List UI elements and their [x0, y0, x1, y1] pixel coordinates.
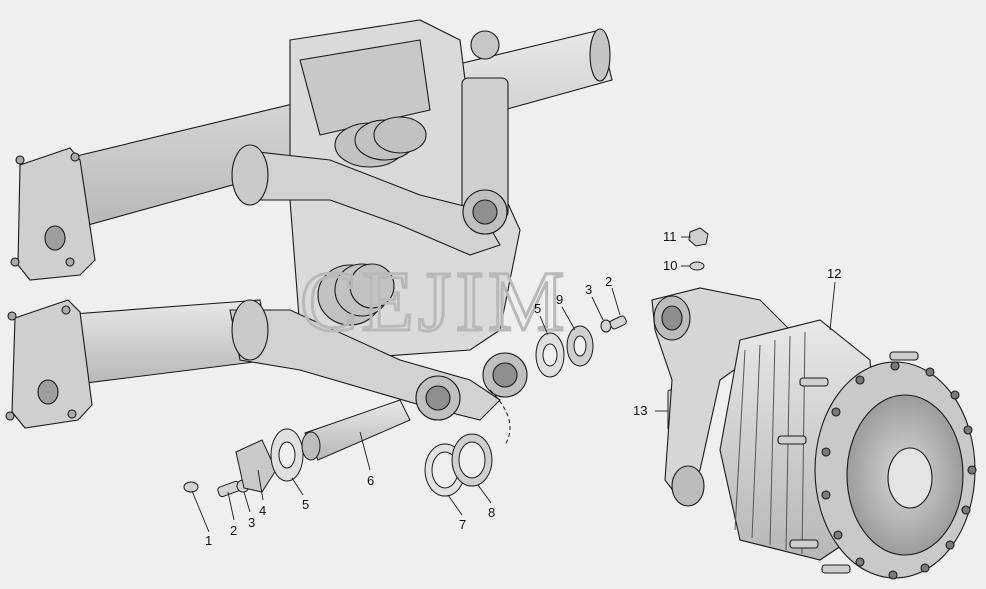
bogie-assembly: [5, 19, 613, 429]
upper-clamp-ring: [231, 144, 269, 206]
callout-4: 4: [259, 503, 266, 518]
part-3-washer-right: [600, 319, 612, 333]
lower-spring: [317, 263, 395, 326]
shock-top: [470, 30, 500, 60]
small-parts: [183, 227, 709, 498]
lower-flange-hole: [37, 379, 59, 405]
flange-studs: [5, 152, 80, 421]
callout-8: 8: [488, 505, 495, 520]
wheel-studs: [777, 351, 919, 574]
callout-5: 5: [302, 497, 309, 512]
lower-clamp-ring: [231, 299, 269, 361]
callout-2-right: 2: [605, 274, 612, 289]
hub-center: [887, 447, 933, 509]
part-11-nut: [688, 227, 709, 247]
part-2-bolt-right: [609, 315, 627, 330]
callout-3-right: 3: [585, 282, 592, 297]
lower-hub-flange: [11, 299, 93, 429]
callout-5-right: 5: [534, 301, 541, 316]
dashed-connector: [489, 389, 511, 446]
part-10-washer: [689, 261, 705, 271]
callout-11: 11: [663, 229, 677, 244]
callout-7: 7: [459, 517, 466, 532]
callout-10: 10: [663, 258, 677, 273]
callout-1: 1: [205, 533, 212, 548]
callout-6: 6: [367, 473, 374, 488]
hub-reduction-assembly: [651, 287, 977, 580]
upper-torque-arm: [239, 149, 501, 256]
callout-9: 9: [556, 292, 563, 307]
upper-flange-hole: [44, 225, 66, 251]
upper-spring: [334, 116, 427, 168]
bracket-shade: [299, 39, 431, 136]
upper-hub-flange: [17, 147, 96, 281]
upper-axle-end: [589, 28, 611, 82]
part-6-pin: [304, 399, 411, 461]
housing-lower-eye: [671, 465, 705, 507]
callout-labels: 1 2 3 4 5 6 7 8 5 9 3 2 11 10 12 13: [205, 229, 841, 548]
hub-bolts: [821, 361, 977, 580]
part-4-cover: [235, 439, 277, 493]
callout-12: 12: [827, 266, 841, 281]
watermark: CEJIM: [300, 253, 568, 349]
part-1-nut: [183, 481, 199, 493]
callout-13: 13: [633, 403, 647, 418]
leader-lines: [191, 236, 836, 533]
callout-2: 2: [230, 523, 237, 538]
callout-3: 3: [248, 515, 255, 530]
